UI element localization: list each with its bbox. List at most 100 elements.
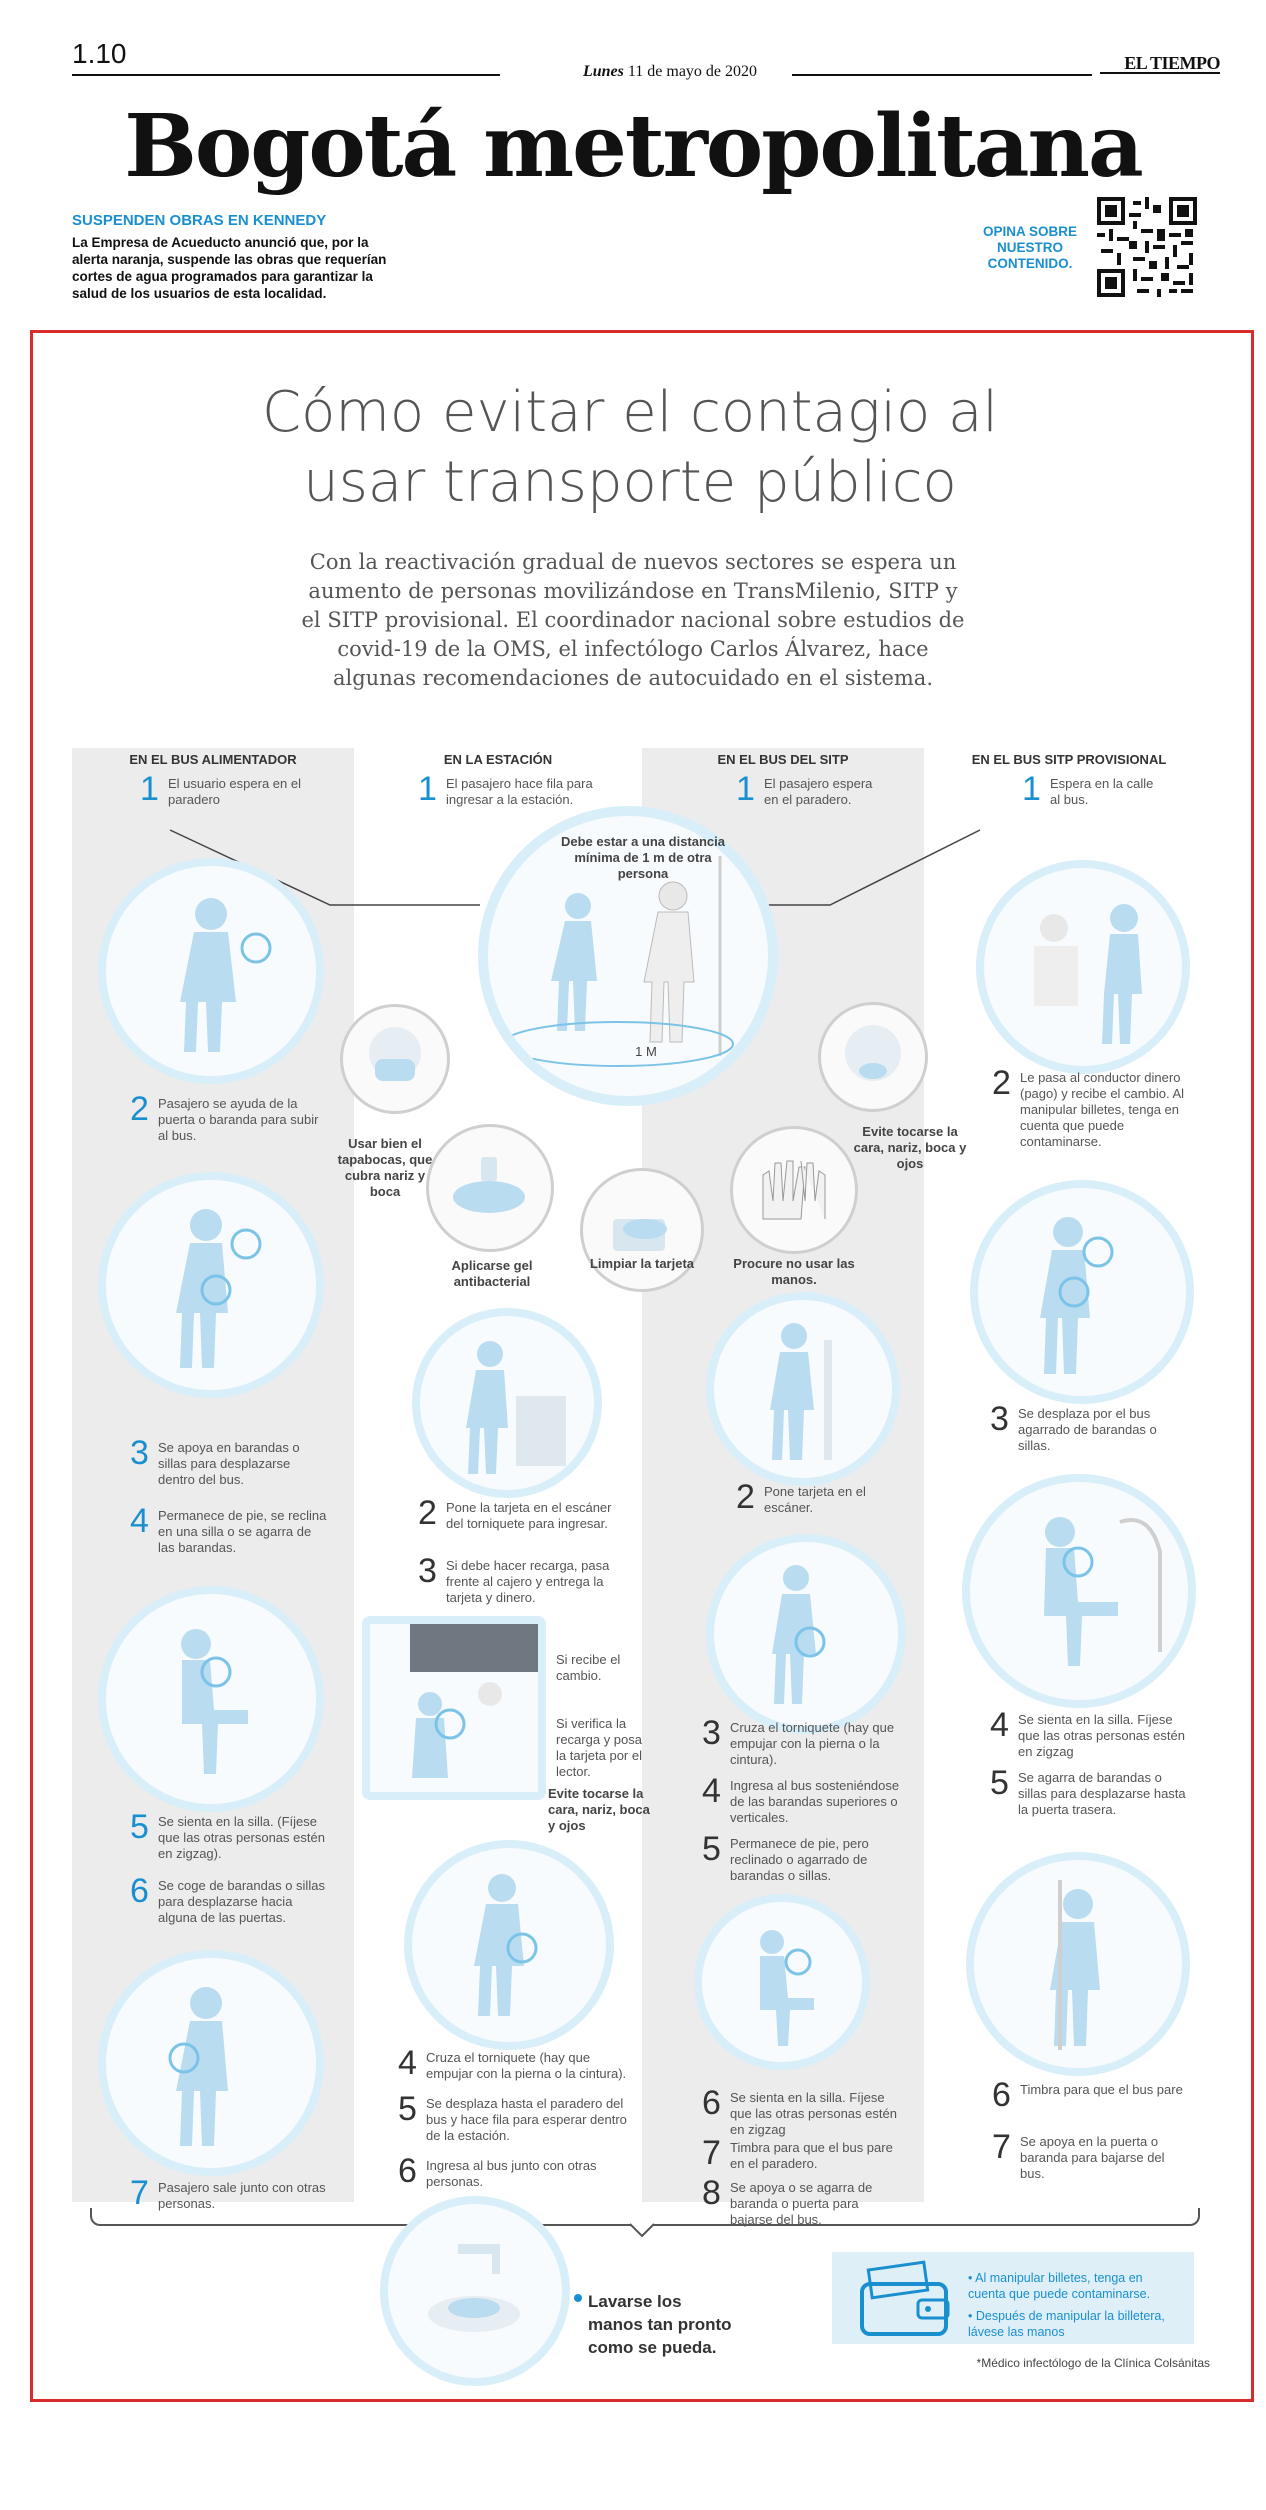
passenger-figure-icon (1050, 1880, 1100, 2050)
qr-code-icon[interactable] (1097, 197, 1197, 297)
step-number: 5 (990, 1764, 1009, 1802)
step-text: Timbra para que el bus pare (1020, 2082, 1183, 2097)
step-number: 3 (702, 1714, 721, 1752)
step-text: Cruza el torniquete (hay que empujar con… (730, 1720, 895, 1767)
wallet-tip-2: • Después de manipular la billetera, láv… (968, 2309, 1165, 2339)
illustration-driver-payment (976, 860, 1190, 1074)
opina-cta[interactable]: OPINA SOBRE NUESTRO CONTENIDO. (970, 224, 1090, 272)
step-text: Se desplaza hasta el paradero del bus y … (426, 2096, 627, 2143)
step-number: 6 (992, 2076, 1011, 2114)
illustration-gel (426, 1124, 554, 1252)
driver-payment-icon (1034, 904, 1142, 1044)
step-number: 2 (418, 1494, 437, 1532)
illustration-passenger-boarding (98, 858, 324, 1084)
illustration-handwashing (380, 2196, 570, 2386)
step-number: 4 (398, 2044, 417, 2082)
illustration-passenger-exiting (98, 1950, 324, 2176)
step-number: 1 (736, 770, 755, 808)
hands-gel-icon (453, 1157, 525, 1213)
label-card: Limpiar la tarjeta (589, 1256, 695, 1271)
label-change: Si recibe el cambio. (556, 1652, 621, 1683)
passenger-figure-icon (180, 898, 272, 1052)
brief-body: La Empresa de Acueducto anunció que, por… (72, 235, 387, 301)
infographic-title: Cómo evitar el contagio al usar transpor… (180, 378, 1080, 518)
section-title: Bogotá metropolitana (124, 96, 1144, 197)
card-cleaning-icon (613, 1219, 667, 1251)
column-heading-alimentador: EN EL BUS ALIMENTADOR (129, 752, 297, 767)
seated-passenger-icon (760, 1930, 814, 2046)
label-distance: Debe estar a una distancia mínima de 1 m… (560, 834, 725, 881)
column-heading-estacion: EN LA ESTACIÓN (443, 752, 553, 767)
illustration-distance (478, 806, 778, 1106)
step-number: 4 (702, 1772, 721, 1810)
step-text: Espera en la calle al bus. (1050, 776, 1154, 807)
illustration-sitp-turnstile (706, 1534, 906, 1734)
step-number: 6 (398, 2152, 417, 2190)
illustration-provisional-seated (962, 1474, 1196, 1708)
step-text: Ingresa al bus sosteniéndose de las bara… (730, 1778, 900, 1825)
wallet-tip-1: • Al manipular billetes, tenga en cuenta… (968, 2271, 1151, 2301)
illustration-turnstile (412, 1308, 602, 1498)
step-number: 2 (130, 1090, 149, 1128)
passenger-figure-icon (168, 1987, 228, 2146)
step-text: El pasajero hace fila para ingresar a la… (446, 776, 593, 807)
step-text: Permanece de pie, se reclina en una sill… (158, 1508, 327, 1555)
handwashing-icon (428, 2244, 520, 2332)
bracket-pointer-icon (629, 2223, 655, 2238)
infographic-frame (30, 330, 1254, 2402)
passenger-figure-icon (176, 1209, 262, 1368)
step-number: 5 (702, 1830, 721, 1868)
step-text: Se sienta en la silla. Fíjese que las ot… (730, 2090, 897, 2137)
brief-headline[interactable]: SUSPENDEN OBRAS EN KENNEDY (72, 212, 327, 229)
page-number: 1.10 (72, 38, 127, 69)
step-text: Se apoya o se agarra de baranda o puerta… (730, 2180, 873, 2227)
label-face-2: Evite tocarse la cara, nariz, boca y ojo… (548, 1786, 650, 1833)
opina-line-2: NUESTRO (996, 240, 1063, 255)
illustration-face (818, 1002, 928, 1112)
passenger-figure-icon (770, 1323, 832, 1460)
newspaper-underline (1100, 72, 1220, 74)
hands-icon (762, 1160, 826, 1220)
step-alimentador-7: 7 Pasajero sale junto con otras personas. (130, 2176, 330, 2212)
seated-passenger-icon (1044, 1517, 1162, 1666)
step-estacion-4: 4 Cruza el torniquete (hay que empujar co… (398, 2046, 638, 2082)
illustration-provisional-exiting (966, 1852, 1190, 2076)
illustration-sitp-scanner (706, 1292, 900, 1486)
step-number: 5 (398, 2090, 417, 2128)
illustration-hands (730, 1126, 858, 1254)
step-number: 7 (992, 2128, 1011, 2166)
turnstile-figure-icon (466, 1341, 566, 1474)
step-text: Cruza el torniquete (hay que empujar con… (426, 2050, 627, 2081)
step-text: Pone tarjeta en el escáner. (764, 1484, 866, 1515)
illustration-crossing-turnstile (404, 1840, 614, 2050)
step-text: Se sienta en la silla. Fíjese que las ot… (1018, 1712, 1185, 1759)
step-number: 7 (130, 2174, 149, 2212)
illustration-card (580, 1168, 704, 1292)
label-one-meter: 1 M (635, 1044, 657, 1059)
illustration-provisional-walking (970, 1180, 1194, 1404)
step-text: Pasajero sale junto con otras personas. (158, 2180, 326, 2211)
infographic-title-line-2: usar transporte público (303, 450, 957, 515)
header-rule-right (792, 74, 1092, 76)
illustration-mask (340, 1004, 450, 1114)
step-text: Timbra para que el bus pare en el parade… (730, 2140, 893, 2171)
illustration-passenger-seated (98, 1586, 324, 1812)
step-text: Se coge de barandas o sillas para despla… (158, 1878, 325, 1925)
step-text: Se apoya en barandas o sillas para despl… (158, 1440, 300, 1487)
column-heading-sitp: EN EL BUS DEL SITP (717, 752, 849, 767)
step-text: Si debe hacer recarga, pasa frente al ca… (446, 1558, 610, 1605)
step-text: El pasajero espera en el paradero. (764, 776, 873, 807)
step-text: Se agarra de barandas o sillas para desp… (1018, 1770, 1186, 1817)
wallet-tip-2-text: Después de manipular la billetera, láves… (968, 2309, 1165, 2339)
